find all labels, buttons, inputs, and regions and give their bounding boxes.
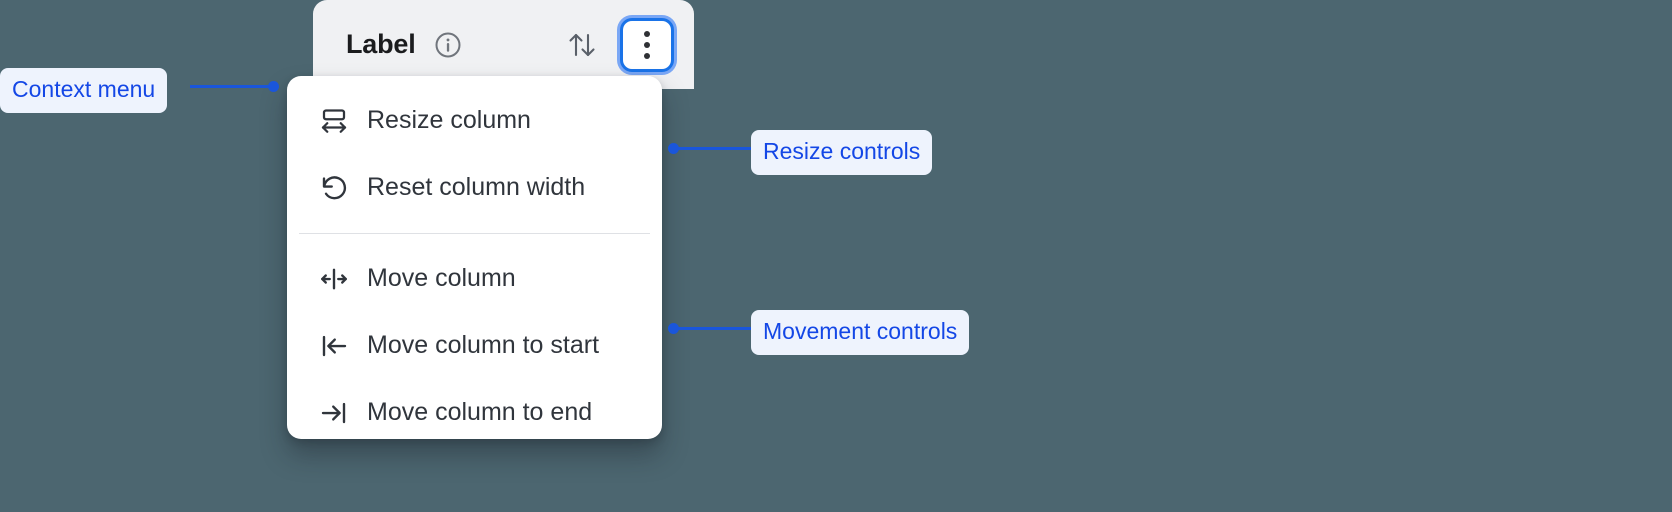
info-circle-icon[interactable] xyxy=(433,30,463,60)
menu-item-reset-column-width[interactable]: Reset column width xyxy=(287,154,662,221)
annotation-label-resize-controls: Resize controls xyxy=(751,130,933,175)
annotation-label-context-menu: Context menu xyxy=(0,68,168,113)
menu-item-move-column-to-end[interactable]: Move column to end xyxy=(287,379,662,446)
sort-updown-arrows-icon[interactable] xyxy=(562,23,602,67)
annotation-connector-context-menu xyxy=(190,85,274,88)
menu-divider xyxy=(299,233,650,234)
menu-item-label: Resize column xyxy=(367,106,531,134)
annotation-dot-context-menu xyxy=(268,81,279,92)
menu-item-label: Reset column width xyxy=(367,173,586,201)
column-menu-button[interactable] xyxy=(620,17,674,72)
menu-item-label: Move column to start xyxy=(367,331,600,359)
annotation-connector-resize-controls xyxy=(676,147,756,150)
menu-item-resize-column[interactable]: Resize column xyxy=(287,87,662,154)
move-column-to-start-icon xyxy=(317,329,351,363)
overflow-vertical-dots-icon xyxy=(644,30,650,59)
resize-column-icon xyxy=(317,104,351,138)
move-column-to-end-icon xyxy=(317,396,351,430)
annotation-label-movement-controls: Movement controls xyxy=(751,310,970,355)
column-header: Label xyxy=(313,0,694,89)
menu-item-label: Move column xyxy=(367,264,516,292)
move-column-left-right-icon xyxy=(317,262,351,296)
reset-rotate-ccw-icon xyxy=(317,171,351,205)
context-menu: Resize column Reset column width Move co… xyxy=(287,76,662,439)
page-title: Label xyxy=(346,29,416,59)
menu-item-label: Move column to end xyxy=(367,398,593,426)
menu-item-move-column[interactable]: Move column xyxy=(287,245,662,312)
annotation-dot-movement-controls xyxy=(668,323,679,334)
annotation-connector-movement-controls xyxy=(676,327,756,330)
menu-item-move-column-to-start[interactable]: Move column to start xyxy=(287,312,662,379)
annotation-dot-resize-controls xyxy=(668,143,679,154)
